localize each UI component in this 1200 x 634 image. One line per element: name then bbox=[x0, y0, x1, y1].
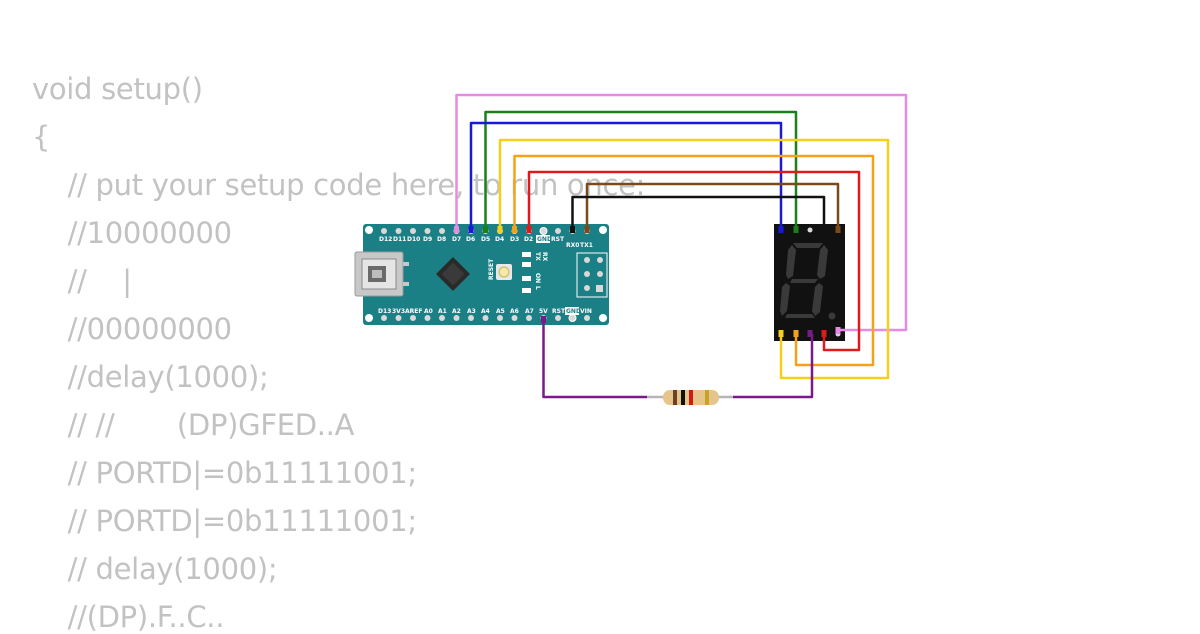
board-leds: TX RX ON L bbox=[522, 252, 548, 293]
bottom-pin-labels: D13 3V3 AREF A0 A1 A2 A3 A4 A5 A6 A7 5V … bbox=[378, 307, 592, 315]
segment-e bbox=[780, 283, 790, 316]
wire-blue[interactable] bbox=[469, 121, 783, 231]
pin-label: GND bbox=[537, 236, 552, 243]
wire-orange[interactable] bbox=[513, 154, 875, 367]
code-line: //10000000 bbox=[32, 216, 232, 250]
code-line: //00000000 bbox=[32, 312, 232, 346]
segment-d bbox=[785, 314, 815, 318]
code-line: { bbox=[32, 120, 51, 154]
display-pin bbox=[807, 227, 813, 233]
arduino-nano[interactable]: D12 D11 D10 D9 D8 D7 D6 D5 D4 D3 D2 GND … bbox=[354, 224, 609, 325]
led-label: TX bbox=[534, 252, 541, 261]
resistor-band bbox=[681, 390, 685, 405]
wire-purple[interactable] bbox=[542, 318, 648, 399]
resistor-band bbox=[689, 390, 693, 405]
pin-label: D9 bbox=[423, 236, 432, 243]
led-label: L bbox=[534, 286, 541, 290]
resistor-band bbox=[673, 390, 677, 405]
pin-label: A6 bbox=[510, 308, 519, 315]
wires bbox=[455, 93, 908, 399]
segment-g bbox=[790, 279, 818, 283]
code-line: // put your setup code here, to run once… bbox=[32, 168, 646, 202]
code-line: // PORTD|=0b11111001; bbox=[32, 504, 417, 538]
pin-label: D13 bbox=[378, 308, 391, 315]
wire-brown[interactable] bbox=[585, 182, 840, 231]
pin-label: AREF bbox=[405, 308, 422, 315]
code-line: //delay(1000); bbox=[32, 360, 269, 394]
segment-dp bbox=[828, 312, 836, 320]
pin-label: D12 bbox=[379, 236, 392, 243]
wire-endpoints bbox=[454, 226, 841, 337]
pin-label: A1 bbox=[438, 308, 447, 315]
pin-label: D2 bbox=[524, 236, 533, 243]
gnd-highlight bbox=[536, 235, 550, 243]
pin-label: D4 bbox=[495, 236, 504, 243]
pin-label: 3V3 bbox=[392, 308, 405, 315]
bottom-header bbox=[381, 314, 590, 322]
led-label: RX bbox=[541, 252, 548, 262]
reset-label: RESET bbox=[488, 258, 495, 280]
pin-label: A5 bbox=[496, 308, 505, 315]
pin-label: RST bbox=[551, 236, 565, 243]
wire-yellow[interactable] bbox=[498, 138, 890, 380]
segment-b bbox=[817, 245, 828, 279]
board-pcb bbox=[363, 224, 609, 325]
led-label: ON bbox=[534, 273, 541, 283]
code-line: // | bbox=[32, 264, 132, 298]
microcontroller-chip bbox=[436, 257, 470, 291]
code-line: // PORTD|=0b11111001; bbox=[32, 456, 417, 490]
pin-label: A3 bbox=[467, 308, 476, 315]
mounting-hole bbox=[365, 226, 373, 234]
pin-label: RX0 bbox=[566, 242, 579, 249]
seven-segment-display[interactable] bbox=[774, 224, 845, 341]
gnd-highlight bbox=[565, 307, 579, 315]
pin-label: D8 bbox=[437, 236, 446, 243]
pin-label: A2 bbox=[452, 308, 461, 315]
pin-label: D3 bbox=[510, 236, 519, 243]
code-line: void setup() bbox=[32, 72, 203, 106]
wire-red[interactable] bbox=[527, 170, 861, 352]
resistor[interactable] bbox=[647, 390, 733, 405]
pin-label: RST bbox=[552, 308, 566, 315]
pin-label: A7 bbox=[525, 308, 534, 315]
pin-label: GND bbox=[566, 308, 581, 315]
top-pin-labels: D12 D11 D10 D9 D8 D7 D6 D5 D4 D3 D2 GND … bbox=[379, 235, 593, 249]
pin-label: A4 bbox=[481, 308, 490, 315]
pin-label: D5 bbox=[481, 236, 490, 243]
pin-label: D10 bbox=[407, 236, 420, 243]
pin-label: D6 bbox=[466, 236, 475, 243]
pin-label: VIN bbox=[580, 308, 592, 315]
pin-label: D7 bbox=[452, 236, 461, 243]
segment-f bbox=[786, 245, 796, 279]
usb-connector bbox=[354, 251, 409, 297]
icsp-header bbox=[576, 252, 608, 298]
code-line: // // (DP)GFED..A bbox=[32, 408, 355, 442]
pin-label: D11 bbox=[393, 236, 406, 243]
pin-label: A0 bbox=[424, 308, 433, 315]
mounting-hole bbox=[365, 314, 373, 322]
segment-a bbox=[793, 243, 823, 248]
pin-label: TX1 bbox=[580, 242, 593, 249]
wire-pink[interactable] bbox=[455, 93, 908, 332]
mounting-hole bbox=[599, 226, 607, 234]
mounting-hole bbox=[599, 314, 607, 322]
code-line: // delay(1000); bbox=[32, 552, 278, 586]
pin-label: 5V bbox=[539, 308, 548, 315]
reset-button[interactable]: RESET bbox=[488, 258, 512, 280]
segment-c bbox=[812, 283, 823, 316]
segments bbox=[780, 243, 836, 320]
code-line: //(DP).F..C.. bbox=[32, 600, 225, 634]
wire-purple[interactable] bbox=[733, 334, 814, 399]
wire-black[interactable] bbox=[571, 195, 826, 231]
resistor-band bbox=[705, 390, 709, 405]
